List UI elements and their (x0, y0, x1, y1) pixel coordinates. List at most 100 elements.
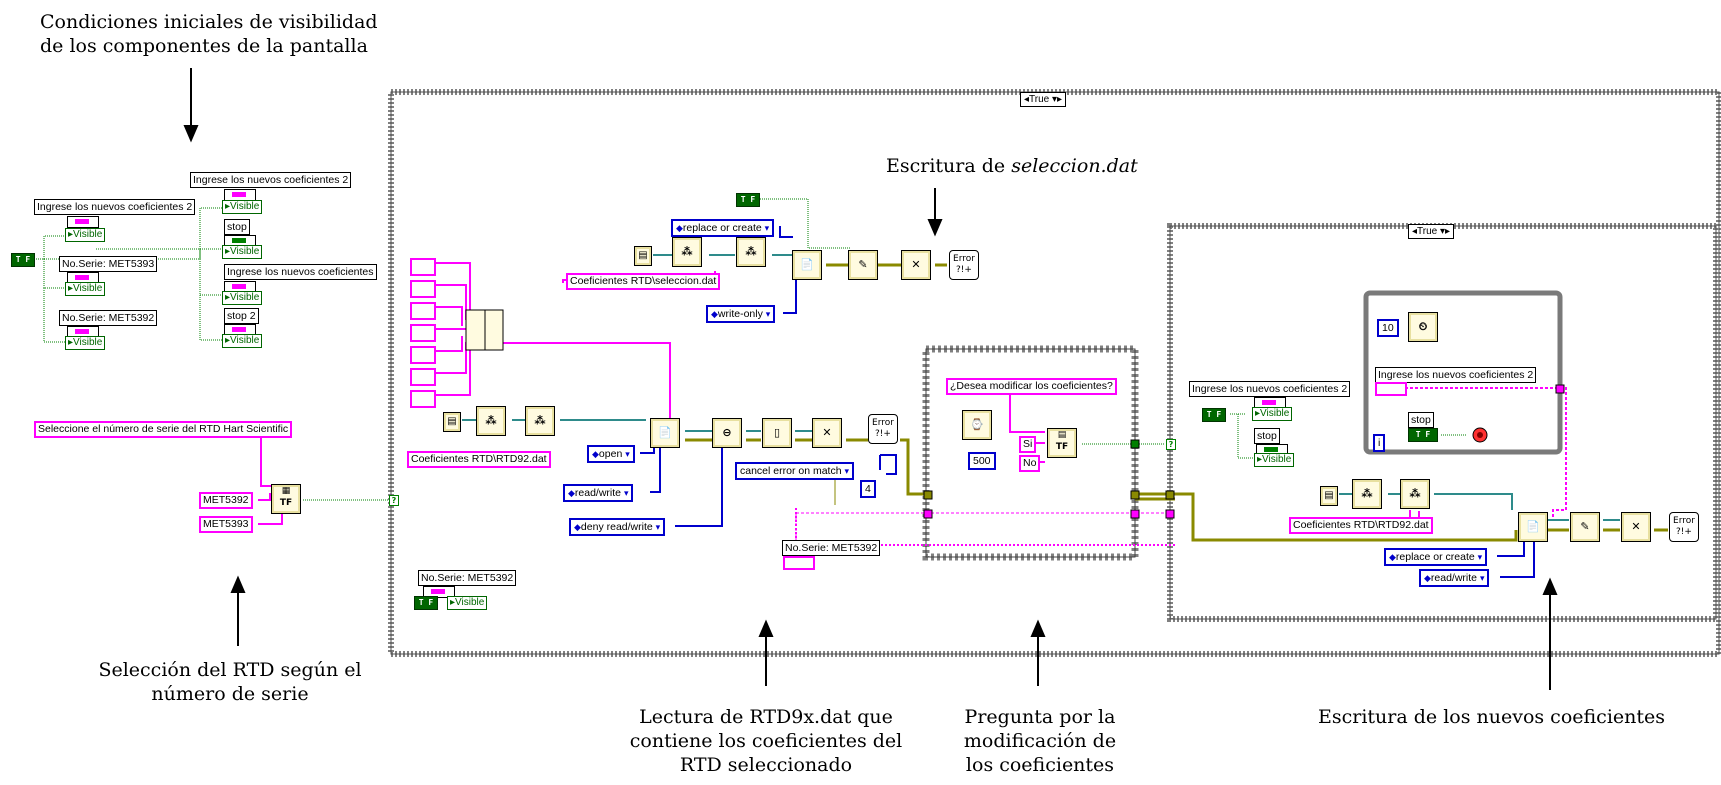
case-value: True (1029, 94, 1050, 105)
visible-property: ▸Visible (65, 336, 106, 350)
while-control-label: Ingrese los nuevos coeficientes 2 (1375, 367, 1537, 383)
yes-button-text: Si (1019, 436, 1037, 453)
visible-text: Visible (73, 337, 103, 348)
error-handler-icon: Error ?!+ (949, 250, 979, 280)
error-handler-icon: Error ?!+ (1669, 512, 1699, 542)
enum-text: cancel error on match (740, 465, 842, 477)
annotation-line: de los componentes de la pantalla (40, 35, 368, 57)
read-write-enum[interactable]: ◆read/write ▾ (563, 484, 634, 502)
open-enum[interactable]: ◆open ▾ (587, 445, 635, 463)
stop-control-label: stop (1408, 412, 1434, 428)
prop-node-label: Ingrese los nuevos coeficientes 2 (1189, 381, 1351, 397)
visible-text: Visible (1260, 408, 1290, 419)
annotation-line: modificación de (963, 730, 1117, 752)
visible-text: Visible (1262, 454, 1292, 465)
close-file-icon: ✕ (812, 418, 842, 448)
visible-property: ▸Visible (1254, 453, 1295, 467)
while-loop-frame (1363, 290, 1563, 455)
string-constant (410, 302, 436, 320)
true-constant: T F (736, 193, 760, 207)
tunnels (923, 384, 1565, 519)
deny-read-write-enum[interactable]: ◆deny read/write ▾ (569, 518, 666, 536)
iteration-terminal: i (1373, 434, 1386, 452)
build-path-icon: ⁂ (525, 406, 555, 436)
string-wires-left (258, 438, 283, 525)
visible-property: ▸Visible (447, 596, 488, 610)
write-only-enum[interactable]: ◆write-only ▾ (706, 305, 776, 323)
prop-node-label: stop (224, 219, 250, 235)
annotation-line: Selección del RTD según el (98, 659, 362, 681)
prop-node-label: stop (1254, 428, 1280, 444)
annotation-write-coefficients: Escritura de los nuevos coeficientes (1318, 706, 1666, 728)
path-constant-inner: Coeficientes RTD\RTD92.dat (1289, 517, 1433, 534)
case-value: True (1417, 226, 1438, 237)
string-indicator (783, 556, 815, 570)
replace-or-create-enum[interactable]: ◆replace or create ▾ (1384, 548, 1488, 566)
ring-item: MET5393 (199, 516, 253, 533)
string-control (1375, 382, 1407, 396)
metronome-icon: ⏲ (1408, 312, 1438, 342)
string-constant (410, 280, 436, 298)
wait-constant: 500 (968, 452, 996, 470)
prop-node-icon (423, 586, 455, 598)
no-button-text: No (1019, 455, 1041, 472)
prop-node-icon (67, 216, 99, 228)
annotation-line: número de serie (151, 683, 309, 705)
visible-text: Visible (73, 229, 103, 240)
path-constant-rtd92: Coeficientes RTD\RTD92.dat (407, 451, 551, 468)
string-constant (410, 258, 436, 276)
annotation-filename: seleccion.dat (1011, 155, 1138, 177)
visible-property: ▸Visible (1252, 407, 1293, 421)
string-constant (410, 324, 436, 342)
open-file-icon: 📄 (792, 250, 822, 280)
prop-node-label: No.Serie: MET5392 (59, 310, 158, 326)
true-constant: T F (414, 596, 438, 610)
build-path-icon: ⁂ (672, 237, 702, 267)
visible-text: Visible (230, 335, 260, 346)
write-file-icon: ✎ (1570, 512, 1600, 542)
prop-node-label: Ingrese los nuevos coeficientes 2 (190, 172, 352, 188)
path-icon: ▤ (1320, 486, 1338, 506)
visible-property: ▸Visible (222, 200, 263, 214)
read-write-enum[interactable]: ◆read/write ▾ (1419, 569, 1490, 587)
visible-text: Visible (455, 597, 485, 608)
numeric-constant-4: 4 (860, 480, 876, 498)
true-constant: T F (1202, 408, 1226, 422)
visible-text: Visible (230, 292, 260, 303)
cancel-error-enum[interactable]: cancel error on match ▾ (735, 462, 854, 480)
outer-case-selector[interactable]: ◂True ▾▸ (1020, 92, 1067, 107)
inner-case-selector-terminal: ? (1166, 439, 1176, 450)
read-file-icon: ▯ (762, 418, 792, 448)
replace-or-create-enum[interactable]: ◆replace or create ▾ (671, 219, 775, 237)
error-handler-icon: Error ?!+ (868, 414, 898, 444)
visible-property: ▸Visible (222, 291, 263, 305)
enum-text: read/write (1430, 572, 1478, 584)
annotation-line: Pregunta por la (964, 706, 1116, 728)
annotation-line: los coeficientes (965, 754, 1115, 776)
deny-access-icon: ⊖ (712, 418, 742, 448)
enum-text: replace or create (1395, 551, 1475, 563)
string-constant (410, 346, 436, 364)
enum-text: write-only (717, 308, 763, 320)
prop-node-label: No.Serie: MET5392 (418, 570, 517, 586)
annotation-line: contiene los coeficientes del (629, 730, 903, 752)
inner-case-selector[interactable]: ◂True ▾▸ (1408, 224, 1455, 239)
build-path-icon: ⁂ (476, 406, 506, 436)
build-path-icon: ⁂ (736, 237, 766, 267)
annotation-read-rtd: Lectura de RTD9x.dat que contiene los co… (606, 705, 926, 777)
close-file-icon: ✕ (901, 250, 931, 280)
prop-node-label: Ingrese los nuevos coeficientes 2 (34, 199, 196, 215)
prop-node-label: Ingrese los nuevos coeficientes (224, 264, 377, 280)
annotation-initial-visibility: Condiciones iniciales de visibilidad de … (40, 10, 378, 58)
visible-text: Visible (230, 246, 260, 257)
prop-node-label: No.Serie: MET5393 (59, 256, 158, 272)
build-path-icon: ⁂ (1400, 479, 1430, 509)
build-path-icon: ⁂ (1352, 479, 1382, 509)
visible-property: ▸Visible (222, 245, 263, 259)
true-constant: T F (11, 253, 35, 267)
case-selector-terminal: ? (389, 495, 399, 506)
dialog-question: ¿Desea modificar los coeficientes? (946, 378, 1117, 395)
ring-control-label: Seleccione el número de serie del RTD Ha… (34, 421, 293, 438)
visible-text: Visible (73, 283, 103, 294)
two-button-dialog-icon: ▤TF (1047, 428, 1077, 458)
